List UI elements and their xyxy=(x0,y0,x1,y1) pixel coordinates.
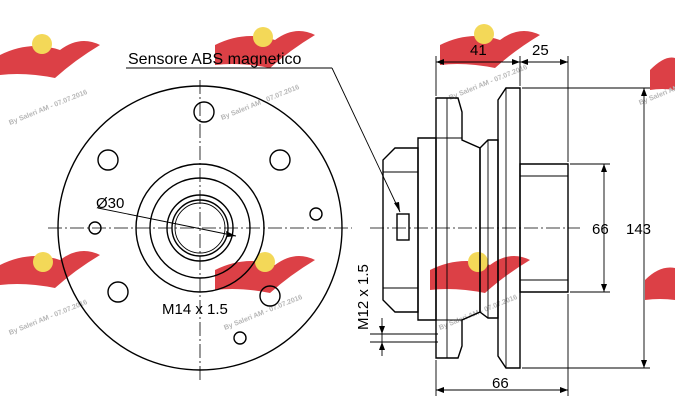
dim-143-arrow-top xyxy=(641,88,647,96)
bore-diameter-label: Ø30 xyxy=(96,195,124,212)
watermark-group: By Saleri AM - 07.07.2016 By Saleri AM -… xyxy=(0,24,675,337)
bolt-hole-4 xyxy=(259,285,281,307)
bolt-thread-label: M14 x 1.5 xyxy=(162,301,228,318)
watermark-text-3: By Saleri AM - 07.07.2016 xyxy=(448,64,528,102)
pilot-hole-right xyxy=(309,207,323,221)
abs-sensor-leader xyxy=(331,67,401,213)
watermark-logo-top-center xyxy=(215,27,315,68)
dim-143-label: 143 xyxy=(626,221,651,238)
watermark-logo-top-right xyxy=(440,24,540,68)
watermark-text-4: By Saleri AM - 07.07.2016 xyxy=(8,299,88,337)
sensor-ring xyxy=(382,147,419,313)
thread-arrow-top xyxy=(379,326,385,334)
front-view: Ø30 M14 x 1.5 xyxy=(48,80,352,380)
bore-leader-line xyxy=(97,207,237,237)
dim-bottom-arrow-right xyxy=(560,387,568,393)
watermark-logo-far-right xyxy=(650,57,675,90)
dim-top-arrow-3 xyxy=(520,59,528,65)
dim-bottom-arrow-left xyxy=(436,387,444,393)
dim-66-height-label: 66 xyxy=(592,221,609,238)
dim-25-label: 25 xyxy=(532,42,549,59)
bolt-hole-2 xyxy=(269,149,291,171)
bore-leader-arrow xyxy=(226,231,236,237)
abs-sensor-label: Sensore ABS magnetico xyxy=(128,51,302,68)
watermark-logo-bottom-right xyxy=(645,267,675,300)
bolt-hole-5 xyxy=(193,101,215,123)
watermark-text-5: By Saleri AM - 07.07.2016 xyxy=(223,294,303,332)
dim-top-arrow-2 xyxy=(512,59,520,65)
side-view xyxy=(370,87,580,369)
watermark-logo-top-left xyxy=(0,34,100,78)
bolt-hole-1 xyxy=(97,149,119,171)
dimensions: 41 25 66 143 66 M12 x 1.5 xyxy=(355,42,651,396)
dim-41-label: 41 xyxy=(470,42,487,59)
dim-top-arrow-4 xyxy=(560,59,568,65)
watermark-logo-mid-left xyxy=(0,251,100,288)
dim-143-arrow-bottom xyxy=(641,360,647,368)
abs-sensor-arrow xyxy=(394,202,400,212)
dim-66-arrow-bottom xyxy=(601,284,607,292)
dim-66-bottom-label: 66 xyxy=(492,375,509,392)
bearing-body xyxy=(417,137,437,321)
hub-center-boss-outer xyxy=(135,163,265,293)
watermark-text-1: By Saleri AM - 07.07.2016 xyxy=(8,89,88,127)
thread-label: M12 x 1.5 xyxy=(355,264,372,330)
pilot-spigot xyxy=(519,163,569,293)
watermark-logo-mid-center xyxy=(215,252,315,293)
abs-sensor-window xyxy=(396,213,410,241)
dim-top-arrow-1 xyxy=(436,59,444,65)
pilot-hole-bottom xyxy=(233,331,247,345)
bolt-hole-3 xyxy=(107,281,129,303)
dim-66-arrow-top xyxy=(601,164,607,172)
thread-arrow-bottom xyxy=(379,342,385,350)
